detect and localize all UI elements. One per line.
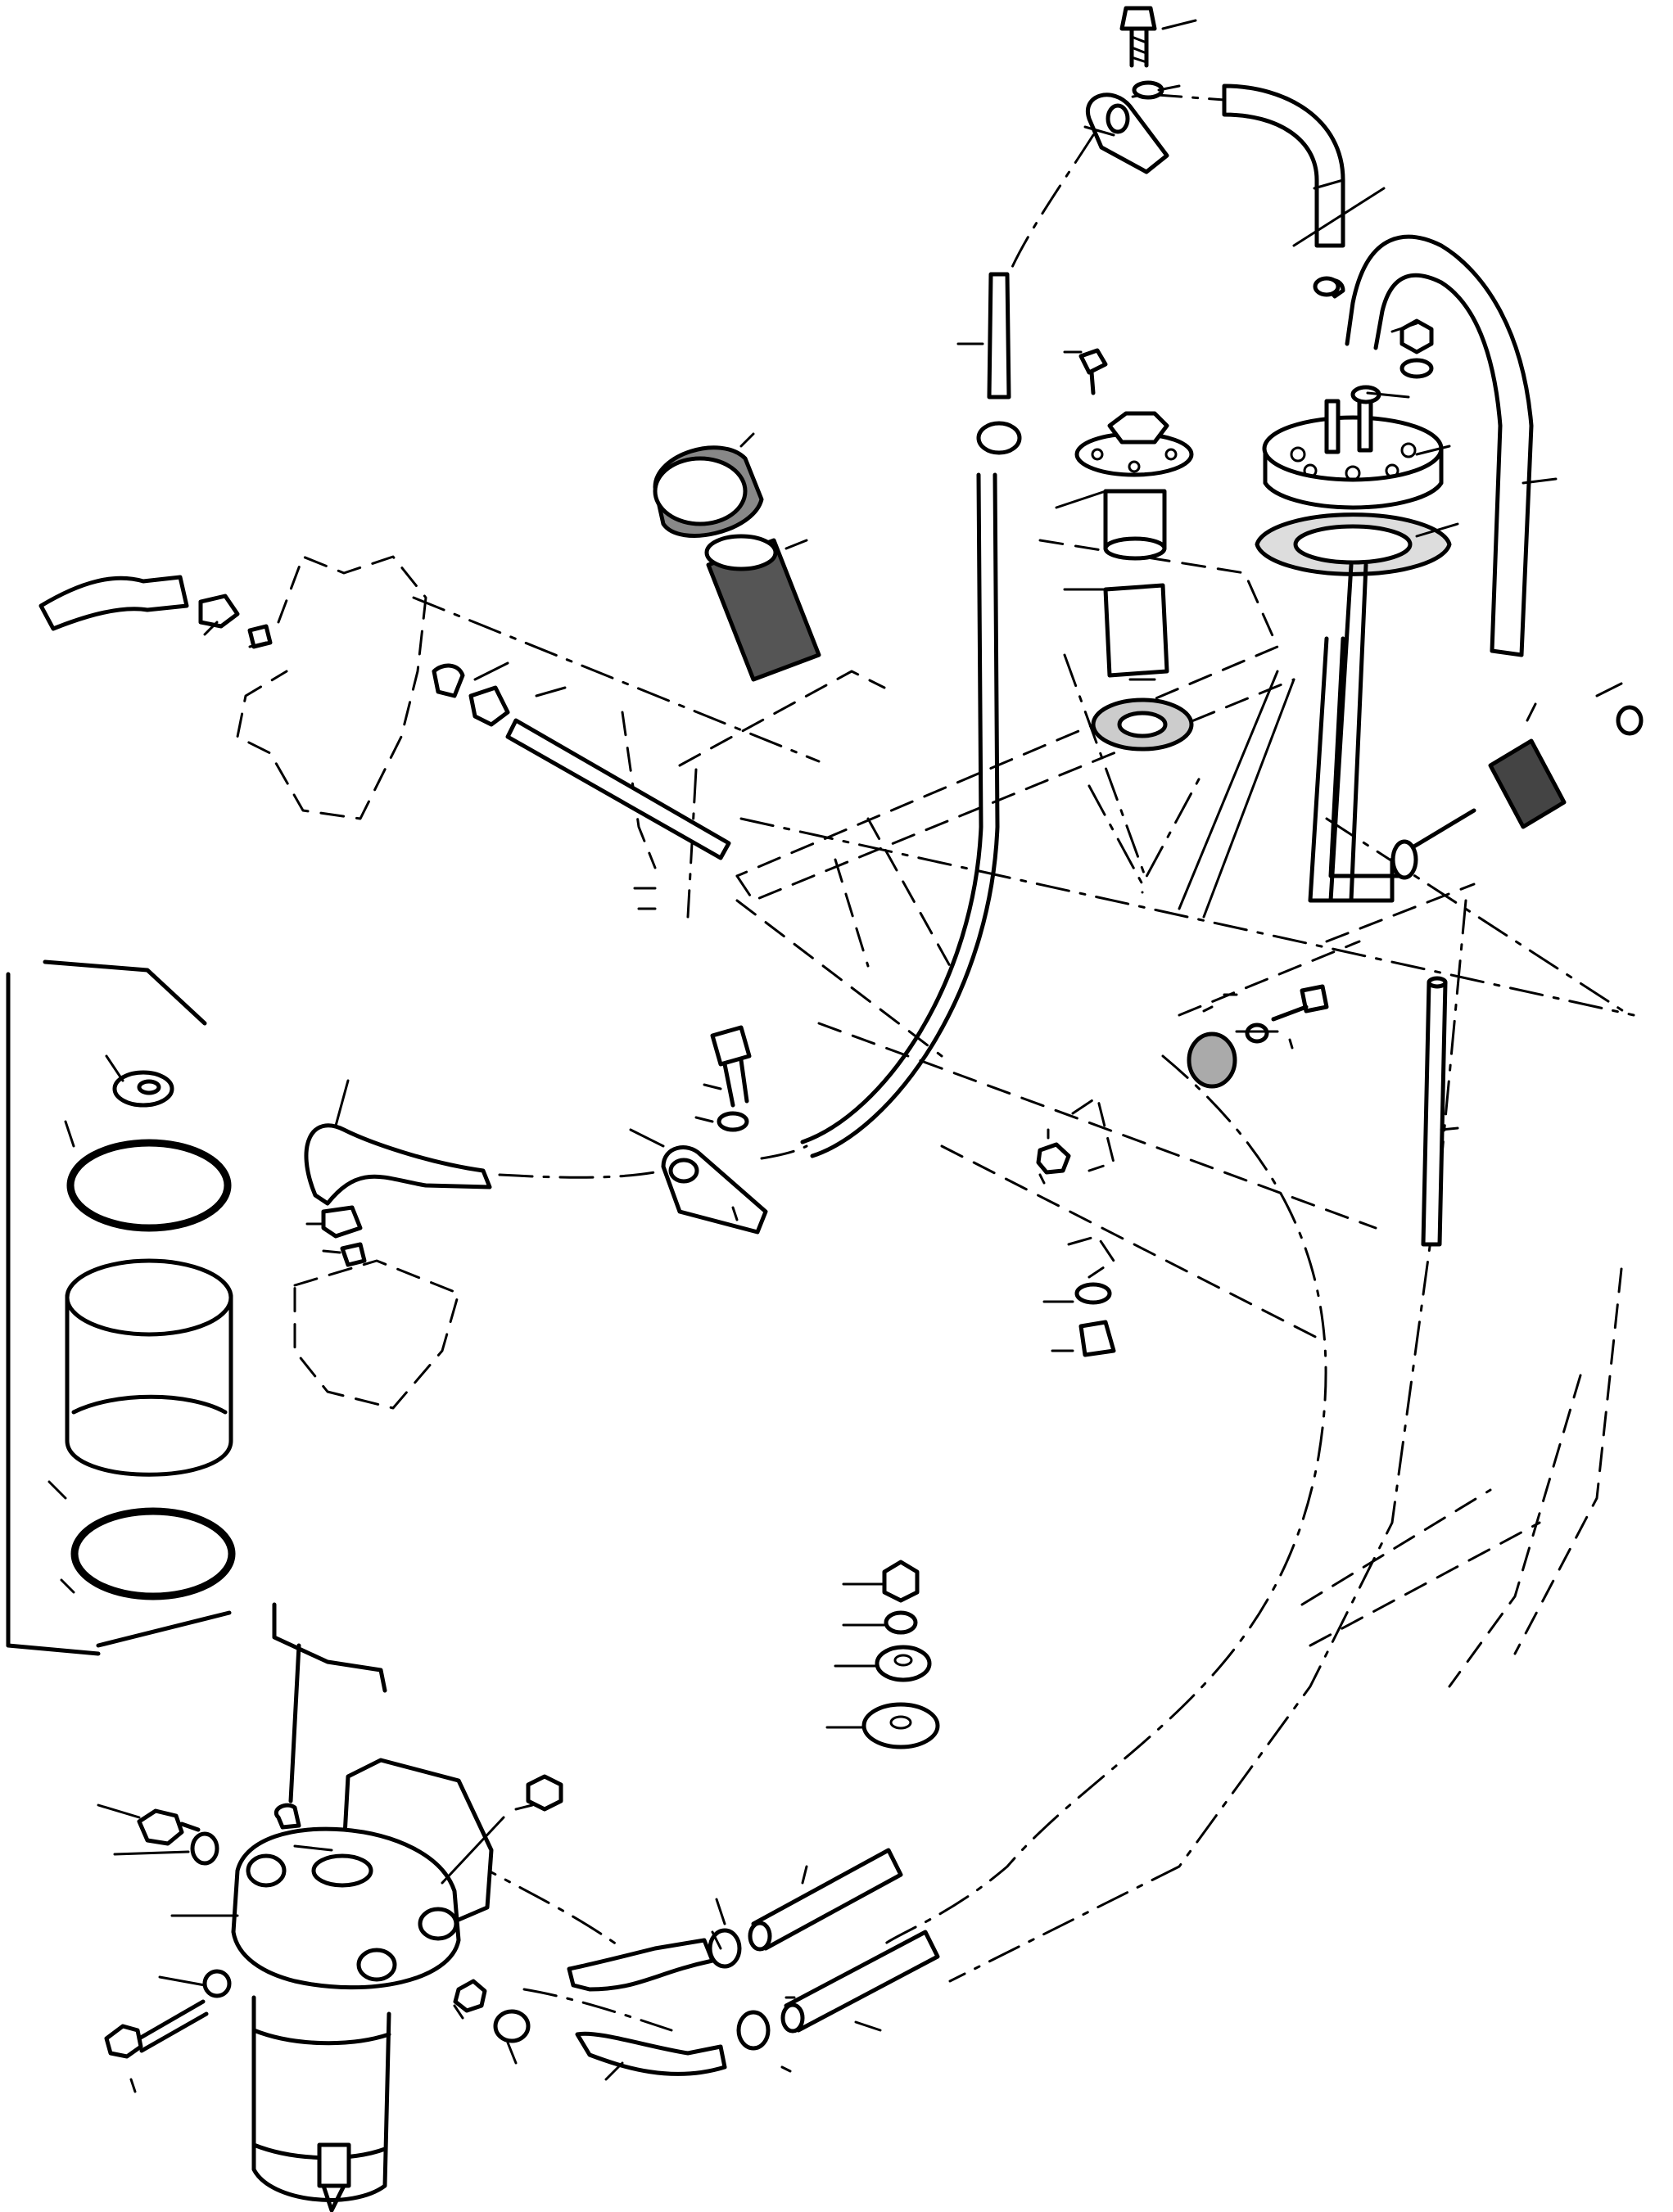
tank-fasteners [1036, 984, 1329, 1357]
routing-lines [412, 93, 1635, 2032]
filler-neck-parts [653, 348, 1194, 752]
fuel-pump-connection [38, 555, 731, 860]
main-fuel-line [800, 272, 1022, 1158]
fuel-sender-unit [1178, 318, 1644, 919]
tank-outline [621, 539, 1623, 1688]
filter-bowl-kit [6, 959, 236, 1656]
top-clip-assembly [1085, 6, 1345, 248]
bent-return-hose [1313, 234, 1534, 657]
fuel-filter-assembly [104, 1602, 940, 2212]
nut-washer-stack [861, 1560, 940, 1749]
callout-leaders [47, 19, 1623, 2093]
mid-clip-assembly [293, 1025, 768, 1410]
lower-right-hose [1421, 976, 1448, 1247]
